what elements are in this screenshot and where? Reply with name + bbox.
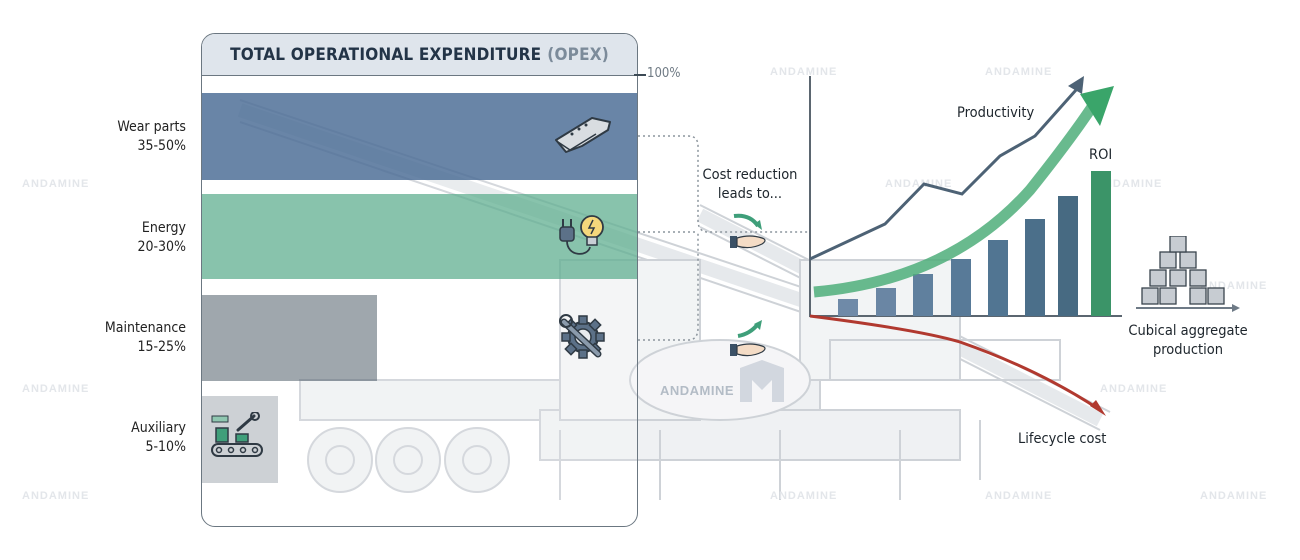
cubes-pyramid-icon: [1136, 236, 1240, 312]
caption-line1: Cost reduction: [702, 167, 798, 183]
roi-productivity-chart: [809, 76, 1122, 416]
hand-arrow-up-icon: [730, 320, 766, 357]
label-energy: Energy 20-30%: [137, 219, 186, 257]
gear-wrench-icon: [559, 314, 605, 359]
segment-name: Maintenance: [104, 320, 186, 336]
label-maintenance: Maintenance 15-25%: [105, 319, 186, 357]
productivity-label: Productivity: [957, 105, 1035, 121]
panel-title: TOTAL OPERATIONAL EXPENDITURE (OPEX): [202, 34, 637, 76]
segment-name: Energy: [141, 220, 186, 236]
wear-liner-icon: [555, 117, 611, 153]
roi-bars: [838, 171, 1111, 316]
dotted-connector: [638, 135, 808, 341]
segment-name: Auxiliary: [131, 420, 186, 436]
scale-tick: [634, 74, 646, 76]
watermark: ANDAMINE: [22, 383, 90, 395]
watermark: ANDAMINE: [22, 178, 90, 190]
watermark: ANDAMINE: [985, 66, 1053, 78]
watermark: ANDAMINE: [1200, 490, 1268, 502]
aggregate-line2: production: [1152, 342, 1223, 358]
conveyor-wrench-icon: [211, 412, 263, 457]
segment-range: 5-10%: [145, 439, 186, 455]
segment-range: 15-25%: [137, 339, 186, 355]
watermark: ANDAMINE: [1100, 383, 1168, 395]
lifecycle-cost-label: Lifecycle cost: [1018, 431, 1107, 447]
segment-name: Wear parts: [117, 119, 186, 135]
label-auxiliary: Auxiliary 5-10%: [131, 419, 186, 457]
brand-watermark-center: ANDAMINE: [660, 383, 735, 398]
aggregate-line1: Cubical aggregate: [1128, 323, 1248, 339]
cost-reduction-caption: Cost reduction leads to...: [690, 166, 810, 204]
label-wear-parts: Wear parts 35-50%: [117, 118, 186, 156]
watermark: ANDAMINE: [985, 490, 1053, 502]
watermark: ANDAMINE: [22, 490, 90, 502]
scale-100-label: 100%: [647, 66, 681, 81]
plug-bulb-icon: [559, 215, 604, 255]
opex-panel: TOTAL OPERATIONAL EXPENDITURE (OPEX): [201, 33, 638, 527]
aggregate-caption: Cubical aggregate production: [1118, 322, 1258, 360]
watermark: ANDAMINE: [770, 490, 838, 502]
segment-range: 35-50%: [137, 138, 186, 154]
hand-arrow-down-icon: [730, 213, 766, 249]
watermark: ANDAMINE: [770, 66, 838, 78]
brand-logo-icon: [740, 360, 784, 402]
roi-label: ROI: [1089, 147, 1113, 163]
watermark: ANDAMINE: [1095, 178, 1163, 190]
bar-maintenance: [202, 295, 377, 381]
title-main: TOTAL OPERATIONAL EXPENDITURE: [230, 44, 542, 65]
segment-range: 20-30%: [137, 239, 186, 255]
title-accent: (OPEX): [547, 44, 609, 65]
caption-line2: leads to...: [717, 186, 783, 202]
